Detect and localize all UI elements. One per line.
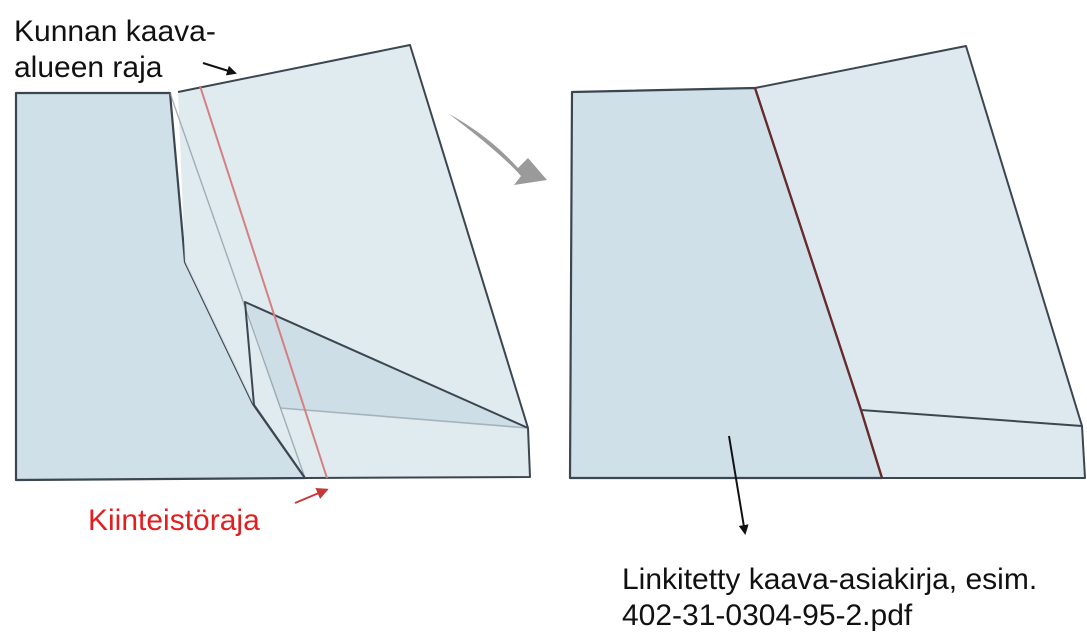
linked-document-label-line2: 402-31-0304-95-2.pdf xyxy=(622,599,913,632)
property-boundary-label: Kiinteistöraja xyxy=(88,504,260,537)
linked-document-label: Linkitetty kaava-asiakirja, esim. 402-31… xyxy=(622,562,1037,634)
property-boundary-line xyxy=(199,85,328,479)
overlap-area xyxy=(178,45,530,478)
property-arrow xyxy=(294,487,329,504)
municipal-arrow xyxy=(202,62,237,76)
inner-boundary-line xyxy=(860,409,1083,427)
municipal-boundary-label-line2: alueen raja xyxy=(14,51,163,84)
faint-line-1 xyxy=(169,92,306,479)
municipal-boundary-label: Kunnan kaava- alueen raja xyxy=(14,14,216,86)
linked-document-label-line1: Linkitetty kaava-asiakirja, esim. xyxy=(622,563,1038,596)
municipal-boundary-label-line1: Kunnan kaava- xyxy=(14,15,216,48)
faint-line-2 xyxy=(279,407,529,429)
right-diagram xyxy=(568,45,1086,535)
left-diagram xyxy=(14,44,531,504)
document-arrow xyxy=(728,435,749,535)
transition-arrow-icon xyxy=(449,114,547,185)
triangle-outline xyxy=(244,301,529,479)
